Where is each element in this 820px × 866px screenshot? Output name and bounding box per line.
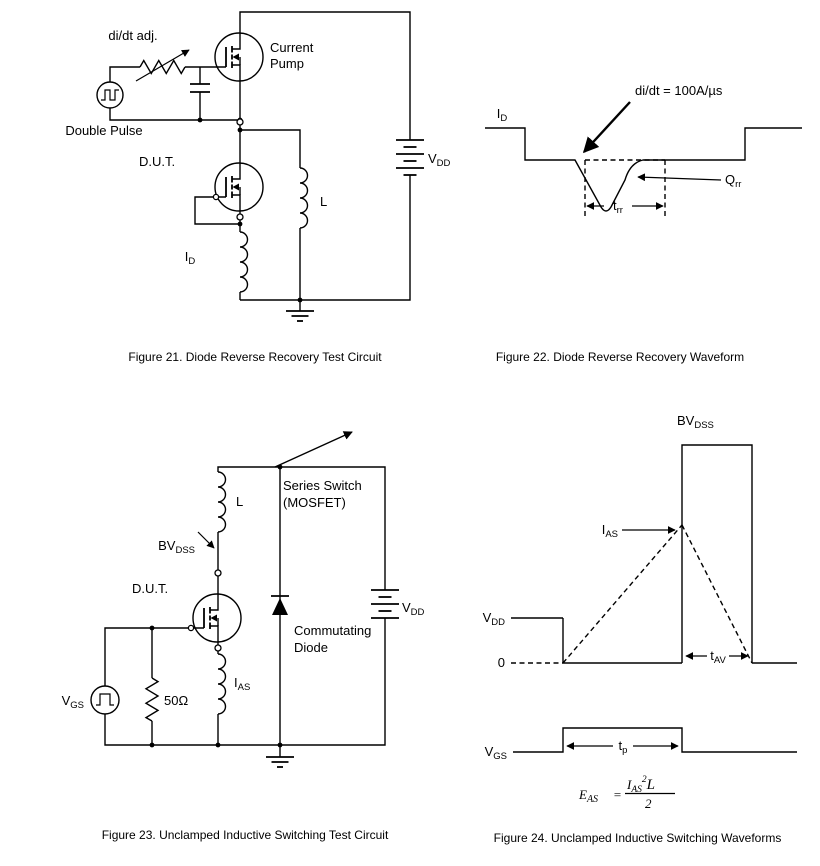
fig22-trr-measure-box — [584, 159, 666, 216]
fig22-didt-label: di/dt = 100A/µs — [635, 83, 723, 98]
fig22-qrr-label: Qrr — [725, 172, 741, 190]
fig21-dut-label: D.U.T. — [139, 154, 175, 169]
fig23-commutating-label-1: Commutating — [294, 623, 371, 638]
fig23-vdd-label: VDD — [402, 600, 425, 618]
fig21-inductor-l-icon — [299, 167, 309, 229]
fig22-id-label: ID — [497, 106, 508, 124]
fig21-mosfet-current-pump-icon — [214, 32, 264, 82]
fig21-current-pump-label-2: Pump — [270, 56, 304, 71]
fig21-test-points — [212, 118, 244, 221]
fig21-battery-icon — [396, 139, 424, 176]
fig22-didt-arrow-icon — [582, 101, 631, 154]
fig24-eas-equation: EAS = IAS2L 2 — [578, 775, 675, 811]
fig22-qrr-arrow-icon — [637, 173, 722, 182]
fig23-series-switch-icon — [274, 431, 353, 468]
fig21-caption: Figure 21. Diode Reverse Recovery Test C… — [128, 350, 382, 364]
fig23-bvdss-label: BVDSS — [158, 538, 195, 556]
fig22-diode-reverse-recovery-waveform: ID di/dt = 100A/µs Qrr trr — [485, 83, 802, 216]
fig21-current-pump-label-1: Current — [270, 40, 314, 55]
fig23-ground-icon — [266, 745, 294, 768]
fig24-caption: Figure 24. Unclamped Inductive Switching… — [493, 831, 782, 845]
fig24-unclamped-inductive-switching-waveforms: BVDSS IAS VDD 0 tAV VGS tp EAS = IAS2L 2 — [483, 413, 797, 811]
fig24-ias-current-trace — [562, 524, 753, 664]
fig21-variable-resistor-icon — [135, 49, 190, 82]
fig21-ground-icon — [286, 300, 314, 322]
fig21-pulse-generator-icon — [96, 81, 124, 109]
fig23-series-switch-label-1: Series Switch — [283, 478, 362, 493]
fig23-commutating-label-2: Diode — [294, 640, 328, 655]
fig24-eq-denominator: 2 — [645, 796, 652, 811]
fig21-didt-adj-label: di/dt adj. — [108, 28, 157, 43]
fig21-mosfet-dut-icon — [214, 162, 264, 212]
fig22-trr-label: trr — [613, 198, 623, 216]
fig24-tp-label: tp — [619, 738, 628, 756]
fig23-resistor-label: 50Ω — [164, 693, 188, 708]
fig23-battery-icon — [371, 589, 399, 619]
fig23-test-points — [187, 569, 222, 652]
fig23-inductor-l-icon — [217, 471, 227, 533]
fig23-caption: Figure 23. Unclamped Inductive Switching… — [101, 828, 389, 842]
fig23-ias-label: IAS — [234, 675, 250, 693]
fig24-vgs-trace — [513, 727, 797, 753]
fig24-eq-equals: = — [613, 787, 622, 802]
fig23-junction-dots — [149, 464, 283, 748]
fig24-vdd-label: VDD — [483, 610, 506, 628]
fig21-id-label: ID — [185, 249, 196, 267]
fig23-inductor-ias-icon — [217, 653, 227, 715]
fig21-diode-reverse-recovery-circuit: di/dt adj. Double Pulse Current Pump D.U… — [65, 11, 451, 322]
fig23-pulse-generator-icon — [90, 685, 120, 715]
fig22-id-trace — [485, 127, 802, 212]
fig21-double-pulse-label: Double Pulse — [65, 123, 142, 138]
fig23-unclamped-inductive-switching-circuit: L Series Switch (MOSFET) BVDSS D.U.T. Co… — [62, 431, 425, 768]
fig21-vdd-label: VDD — [428, 151, 451, 169]
fig21-inductor-label: L — [320, 194, 327, 209]
fig23-bvdss-arrow-icon — [197, 531, 215, 549]
fig24-zero-label: 0 — [498, 655, 505, 670]
fig24-vgs-label: VGS — [485, 744, 507, 762]
fig21-capacitor-icon — [190, 83, 210, 93]
fig23-vgs-label: VGS — [62, 693, 84, 711]
fig24-eq-numerator: IAS2L — [626, 775, 655, 795]
fig22-caption: Figure 22. Diode Reverse Recovery Wavefo… — [495, 350, 745, 364]
fig23-series-switch-label-2: (MOSFET) — [283, 495, 346, 510]
fig24-drain-voltage-trace — [511, 444, 797, 664]
fig23-commutating-diode-icon — [271, 595, 289, 615]
fig24-eq-lhs: EAS — [578, 787, 598, 805]
fig21-inductor-id-icon — [239, 231, 249, 293]
fig23-dut-label: D.U.T. — [132, 581, 168, 596]
fig21-junction-dots — [197, 117, 303, 303]
fig24-tav-label: tAV — [710, 648, 726, 666]
fig23-mosfet-dut-icon — [192, 593, 242, 643]
fig23-inductor-label: L — [236, 494, 243, 509]
fig24-ias-label: IAS — [602, 522, 618, 540]
fig24-bvdss-label: BVDSS — [677, 413, 714, 431]
fig23-resistor-50ohm-icon — [144, 677, 160, 722]
